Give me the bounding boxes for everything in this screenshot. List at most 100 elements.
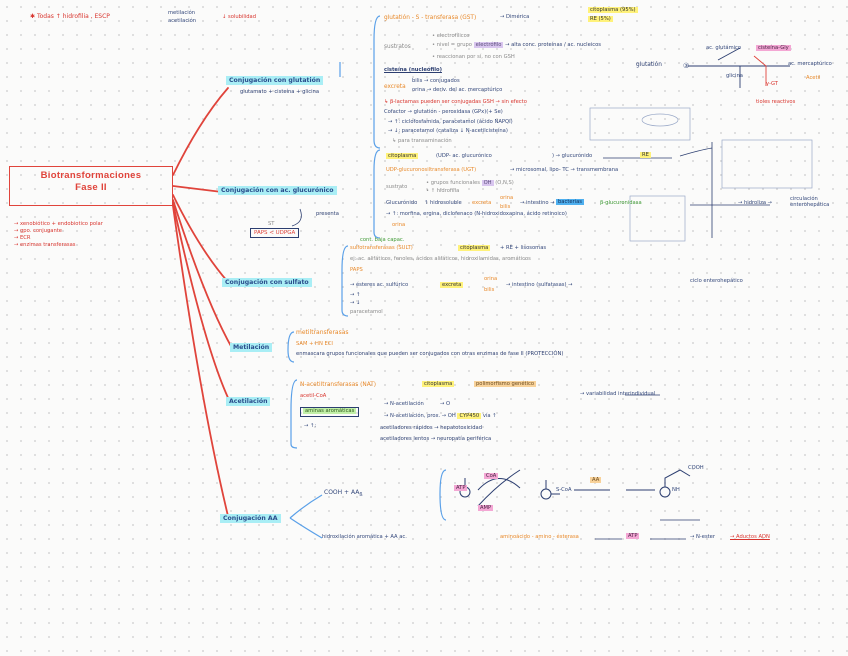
acetilacion-a2c: vía ↑: [483, 413, 497, 419]
glutation-n3: ↳ para transaminación: [392, 139, 452, 145]
sulfato-paps: PAPS: [350, 268, 363, 274]
acetilacion-acetil: acetil-CoA: [300, 394, 326, 400]
glucuronico-beta: β-glucuronidasa: [600, 201, 642, 207]
glucuronico-hidroliza: → hidroliza →: [738, 201, 772, 207]
aa-scoa: S-CoA: [556, 488, 572, 494]
acetilacion-aminas: aminas aromáticas: [303, 408, 356, 414]
acetilacion-a1: → N-acetilación: [384, 402, 424, 408]
aa-amp: AMP: [478, 505, 493, 511]
glucuronico-c2: ) → glucurónido: [552, 154, 592, 160]
title-line2: Fase II: [10, 182, 172, 194]
glutation-cofactor: Cofactor → glutatión - peroxidasa (GPx)(…: [384, 110, 503, 116]
pathway-mercapturico: ac. mercaptúrico: [788, 62, 832, 68]
acetilacion-r1: acetiladores rápidos → hepatotoxicidad: [380, 425, 482, 431]
glucuronico-sustrato: sustrato: [386, 185, 407, 191]
title-line1: Biotransformaciones: [10, 170, 172, 182]
aa-cooh2: COOH: [688, 466, 704, 472]
glutation-cistina: cisteína (nucleófilo): [384, 68, 442, 74]
glutation-note1: ↳ β-lactamas pueden ser conjugadas GSH →…: [384, 100, 527, 106]
branch-line-glucuronico: [173, 186, 222, 192]
nat-poly: polimorfismo genético: [474, 381, 536, 387]
ugt-enzyme: UDP-glucuronosiltransferasa (UGT): [386, 168, 476, 174]
branch-line-acetilacion: [173, 203, 230, 402]
glucuronico-intestino: → intestino →: [520, 201, 555, 207]
gst-dimerica: → Dimérica: [500, 15, 529, 21]
sulfato-ex1: orina: [484, 277, 497, 283]
aa-aa-label: AA: [590, 477, 601, 483]
glutation-n1: → ↑: ciclofosfamida, paracetamol (ácido …: [388, 120, 513, 126]
top-note-item2: acetilación: [168, 19, 196, 25]
glucuronico-c1: (UDP- ac. glucurónico: [436, 154, 492, 160]
sult-tail2: + RE + lisosomas: [500, 246, 546, 252]
metilacion-l2: SAM + HN ECI: [296, 342, 333, 348]
branch-label-aa: Conjugación AA: [220, 514, 281, 523]
pathway-number-icon: ③: [683, 62, 689, 70]
sulfato-l1: ej: ac. alifáticos, fenoles, ácidos alif…: [350, 257, 531, 263]
glucuronico-sus1: • grupos funcionales: [426, 180, 480, 186]
glutation-excreta: excreta: [384, 84, 406, 91]
acetilacion-a2b: CYP450: [457, 413, 481, 419]
glucuronico-orina2: orina: [392, 223, 405, 229]
aa-cooh: COOH + AA: [324, 489, 359, 496]
page-title: Biotransformaciones Fase II: [9, 166, 173, 206]
nat-tail: → variabilidad interindividual: [580, 392, 655, 398]
aa-atp2: ATP: [626, 533, 639, 539]
branch-line-glutation: [173, 88, 228, 175]
acetilacion-tox: → ↑:: [304, 424, 316, 430]
glutation-s2c: → alta conc. proteínas / ac. nucleicos: [505, 42, 601, 48]
top-note: ✱ Todas ↑ hidrofilia , ESCP: [30, 14, 110, 21]
glucuronico-citoplasma: citoplasma: [386, 153, 418, 159]
sult-citoplasma: citoplasma: [458, 245, 490, 251]
aa-enz: aminoácido - amino - ésterasa: [500, 535, 579, 541]
glucuronico-circ: circulación enterohepática: [790, 197, 840, 209]
glucuronico-bacteria: bacterias: [556, 199, 584, 205]
sulfato-ex2: bilis: [484, 288, 494, 294]
sult-enzyme: sulfotransferasas (SULT): [350, 246, 413, 252]
aa-coa: CoA: [484, 473, 498, 479]
top-note-tail: ↓ solubilidad: [222, 15, 256, 21]
sulfato-l3: → ↑: [350, 293, 360, 299]
glucuronico-tox1: → ↑: morfina, ergina, diclofenaco (N-hid…: [386, 212, 567, 218]
aa-nh: NH: [672, 488, 680, 494]
branch-label-metilacion: Metilación: [230, 343, 272, 352]
glutation-n2: → ↓: paracetamol (cataliza ↓ N-acetilcis…: [388, 129, 508, 135]
glutation-s3: • reaccionan por sí, no con GSH: [432, 55, 515, 61]
metilacion-l1: metiltransferasas: [296, 330, 349, 337]
pathway-acetil: Acetil: [806, 76, 820, 82]
paps-udpga: PAPS < UDPGA: [254, 230, 295, 236]
pathway-ac-glutamico: ac. glutámico: [706, 46, 741, 52]
branch-label-acetilacion: Acetilación: [226, 397, 270, 406]
sulfato-excreta: excreta: [440, 282, 463, 288]
glutation-sustratos: sustratos: [384, 44, 411, 51]
glucuronico-sus1c: (O,N,S): [495, 180, 514, 186]
pathway-cisteina: cisteína-Gly: [756, 45, 791, 51]
ugt-enzyme-tail: → microsomal, lipo- TC → transmembrana: [510, 168, 618, 174]
metilacion-l3: enmascara grupos funcionales que pueden …: [296, 352, 563, 358]
acetilacion-r2: acetiladores lentos → neuropatía perifér…: [380, 436, 491, 442]
glucuronico-re: RE: [640, 152, 651, 158]
glutation-e1: bilis → conjugados: [412, 79, 460, 85]
branch-label-glutation: Conjugación con glutatión: [226, 76, 323, 85]
sulfato-l4: → ↓: [350, 301, 360, 307]
sulfato-circ: ciclo enterohepático: [690, 279, 750, 285]
branch-label-sulfato: Conjugación con sulfato: [222, 278, 312, 287]
pathway-tioles: tioles reactivos: [756, 100, 795, 106]
aa-ester: → N-ester: [690, 535, 715, 541]
sulfato-top: cont. baja capac.: [360, 238, 404, 244]
aa-atp-left: ATP: [454, 485, 467, 491]
pathway-glicina: glicina: [726, 74, 743, 80]
pathway-ggt: γ-GT: [766, 82, 778, 88]
acetilacion-a2: → N-acetilación, prox. → OH: [384, 413, 456, 419]
glucuronico-sus1b: OH: [482, 180, 494, 186]
glutation-e2: orina → deriv. del ac. mercaptúrico: [412, 88, 502, 94]
glucuronico-ex1: orina: [500, 196, 513, 202]
paps-sub: ST: [268, 222, 274, 228]
glutation-s2b: electrófilo: [474, 42, 504, 48]
glucuronico-presenta: presenta: [316, 212, 339, 218]
glucuronico-glucuronido: Glucurónido: [386, 201, 417, 207]
gst-re: RE (5%): [588, 16, 613, 22]
glutation-sub: glutamato + cisteína + glicina: [240, 90, 319, 96]
aa-hidrox: hidroxilación aromática + AA ac.: [322, 535, 407, 541]
top-note-item1: metilación: [168, 11, 195, 17]
glutation-s2: • nivel = grupo: [432, 42, 472, 48]
